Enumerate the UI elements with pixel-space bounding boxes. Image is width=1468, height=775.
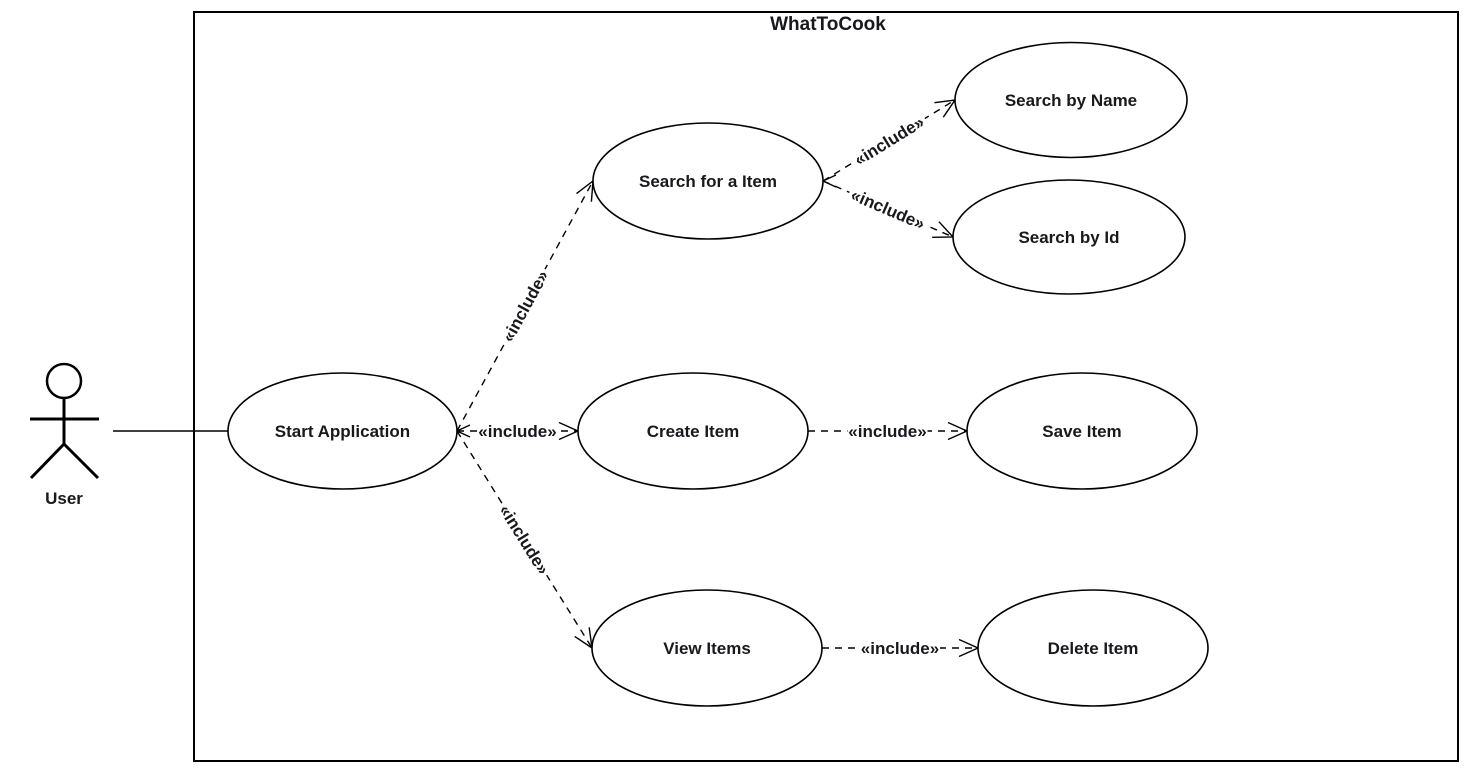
usecase-label: Search by Id: [1018, 228, 1119, 247]
usecase-view-items: View Items: [591, 589, 823, 707]
edge-label-bg: [848, 110, 930, 171]
include-label: «include»: [478, 422, 556, 441]
usecase-label: Start Application: [275, 422, 410, 441]
edge-label-bg: [477, 423, 558, 439]
include-label: «include»: [848, 185, 928, 233]
include-label: «include»: [861, 639, 939, 658]
include-edge-create-to-save: «include»: [808, 421, 969, 441]
edge-label-bg: [847, 423, 928, 439]
use-case-nodes: Start Application Search for a Item Sear…: [227, 41, 1209, 707]
include-edge-view-to-delete: «include»: [822, 638, 980, 658]
actor-leg-right-icon: [62, 442, 100, 480]
include-label: «include»: [498, 267, 552, 345]
usecase-search-by-name: Search by Name: [954, 41, 1188, 159]
usecase-label: Save Item: [1042, 422, 1121, 441]
usecase-search-for-a-item: Search for a Item: [592, 122, 824, 240]
system-title: WhatToCook: [770, 14, 886, 35]
include-label: «include»: [848, 422, 926, 441]
include-arrowhead-icon: [576, 179, 594, 202]
usecase-label: Search by Name: [1005, 91, 1137, 110]
include-edge-start-to-create: «include»: [455, 421, 580, 441]
edge-label-bg: [497, 264, 553, 348]
usecase-search-by-id: Search by Id: [952, 179, 1186, 295]
edge-label-bg: [845, 184, 931, 234]
edge-label-bg: [860, 640, 940, 656]
usecase-label: Search for a Item: [639, 172, 777, 191]
usecase-label: Create Item: [647, 422, 740, 441]
usecase-save-item: Save Item: [966, 372, 1198, 490]
actor-label: User: [45, 489, 83, 508]
actor-leg-left-icon: [29, 442, 66, 480]
system-boundary-box: [193, 11, 1459, 762]
usecase-start-application: Start Application: [227, 372, 458, 490]
include-back-arrowhead-icon: [821, 174, 837, 188]
include-edge-search-to-byname: «include»: [822, 99, 957, 182]
usecase-create-item: Create Item: [577, 372, 809, 490]
include-arrowhead-icon: [934, 99, 957, 118]
include-edge-start-to-view: «include»: [456, 430, 593, 650]
include-edge-search-to-byid: «include»: [821, 174, 955, 238]
actor-user: User: [29, 362, 100, 508]
include-label: «include»: [851, 112, 928, 169]
usecase-label: View Items: [663, 639, 751, 658]
actor-head-icon: [45, 362, 83, 400]
include-label: «include»: [495, 501, 553, 578]
edge-label-bg: [494, 499, 555, 580]
usecase-delete-item: Delete Item: [977, 589, 1209, 707]
usecase-label: Delete Item: [1048, 639, 1139, 658]
include-edge-start-to-search: «include»: [456, 179, 594, 432]
